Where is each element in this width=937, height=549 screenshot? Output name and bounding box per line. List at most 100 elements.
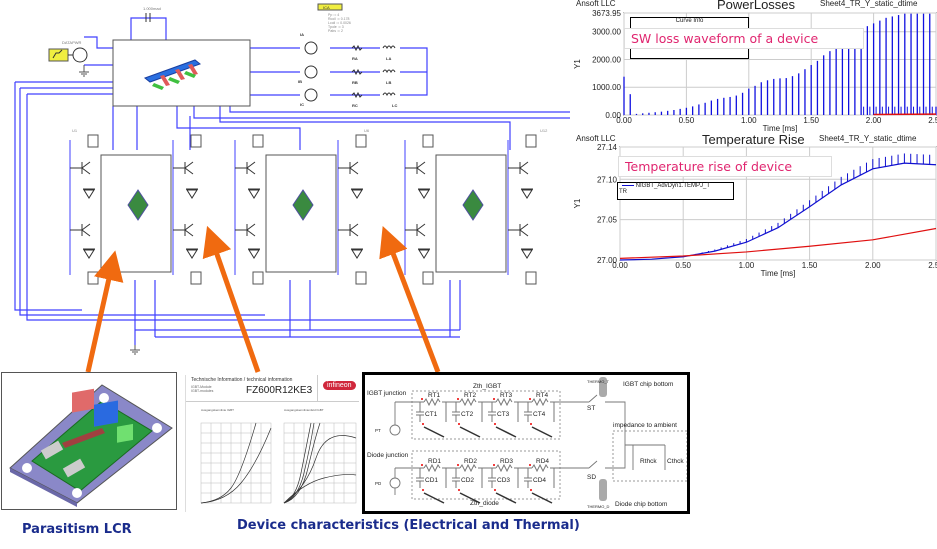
top-cap-label: 1.000mad (143, 6, 161, 11)
infineon-logo: infineon (323, 381, 356, 390)
svg-text:Diode chip bottom: Diode chip bottom (615, 501, 667, 508)
part-number: FZ600R12KE3 (246, 385, 313, 396)
svg-text:CD4: CD4 (533, 477, 546, 484)
svg-text:IGBT chip bottom: IGBT chip bottom (623, 381, 673, 388)
svg-text:CD3: CD3 (497, 477, 510, 484)
arrow-thermal (379, 225, 441, 373)
x-tick-label: 0.00 (612, 261, 628, 270)
y-axis-label: Y1 (573, 198, 582, 208)
svg-text:Lcoil := 0.0026: Lcoil := 0.0026 (328, 21, 351, 25)
svg-text:Zth_IGBT: Zth_IGBT (473, 383, 501, 390)
sw-loss-annotation: SW loss waveform of a device (624, 28, 864, 49)
svg-text:Cthck: Cthck (667, 458, 684, 465)
y-tick-label: 2000.00 (592, 55, 621, 64)
svg-text:impedance to ambient: impedance to ambient (613, 422, 677, 429)
svg-text:DATAPWR: DATAPWR (62, 40, 82, 45)
chart1-header-right: Sheet4_TR_Y_static_dtime (820, 0, 918, 8)
svg-text:IGBT junction: IGBT junction (367, 390, 407, 397)
device-characteristics-caption: Device characteristics (Electrical and T… (237, 518, 580, 533)
svg-text:CT1: CT1 (425, 411, 438, 418)
svg-text:RD4: RD4 (536, 458, 549, 465)
x-tick-label: 1.50 (803, 116, 819, 125)
power-module-3d-icon (9, 384, 173, 507)
diode-temp-line (619, 227, 937, 259)
temperature-rise-chart: Ansoft LLC Temperature Rise Sheet4_TR_Y_… (572, 132, 937, 280)
svg-text:U1: U1 (72, 128, 78, 133)
thermo-t-icon (599, 377, 607, 397)
x-tick-label: 2.00 (866, 116, 882, 125)
svg-text:RB: RB (352, 80, 358, 85)
x-tick-label: 0.50 (675, 261, 691, 270)
svg-text:Pabs := 2: Pabs := 2 (328, 29, 343, 33)
svg-text:RD2: RD2 (464, 458, 477, 465)
svg-text:ICA: ICA (323, 5, 330, 10)
datasheet-header: Technische Information / technical infor… (191, 377, 293, 383)
svg-text:U6: U6 (364, 128, 370, 133)
power-losses-chart: Ansoft LLC PowerLosses Sheet4_TR_Y_stati… (572, 0, 937, 135)
chart2-header-left: Ansoft LLC (576, 134, 616, 143)
y-tick-label: 27.00 (597, 256, 618, 265)
x-tick-label: 0.50 (679, 116, 695, 125)
svg-text:CT2: CT2 (461, 411, 474, 418)
chart1-title: PowerLosses (717, 0, 796, 12)
svg-text:Rcoil := 0.178: Rcoil := 0.178 (328, 17, 350, 21)
y-tick-label: 27.10 (597, 175, 618, 184)
busbar-3d-model (143, 59, 202, 90)
x-axis-label: Time [ms] (761, 269, 796, 278)
y-tick-label: 27.05 (597, 216, 618, 225)
svg-text:CD1: CD1 (425, 477, 438, 484)
y-tick-label: 0.00 (605, 111, 621, 120)
svg-text:Rthck: Rthck (640, 458, 657, 465)
svg-text:SD: SD (587, 474, 596, 481)
chart2-header-right: Sheet4_TR_Y_static_dtime (819, 134, 917, 143)
x-tick-label: 1.00 (741, 116, 757, 125)
x-tick-label: 2.00 (865, 261, 881, 270)
y-tick-label: 1000.00 (592, 83, 621, 92)
datasheet-image: Technische Information / technical infor… (185, 375, 359, 512)
svg-text:THERMO_D: THERMO_D (587, 504, 610, 509)
x-tick-label: 1.00 (739, 261, 755, 270)
svg-text:U12: U12 (540, 128, 548, 133)
svg-text:Diode junction: Diode junction (367, 452, 409, 459)
x-tick-label: 0.00 (616, 116, 632, 125)
svg-text:LC: LC (392, 103, 397, 108)
chart1-header-left: Ansoft LLC (576, 0, 616, 8)
svg-text:PD: PD (375, 481, 382, 486)
svg-text:RT1: RT1 (428, 392, 441, 399)
svg-text:RA: RA (352, 56, 358, 61)
arrow-parasitism (85, 250, 124, 373)
half-bridge-module (69, 134, 202, 285)
svg-text:IC: IC (300, 102, 304, 107)
y-tick-label: 27.14 (597, 143, 618, 152)
half-bridge-module (404, 134, 537, 285)
svg-text:RD3: RD3 (500, 458, 513, 465)
x-tick-label: 2.50 (928, 261, 937, 270)
y-tick-label: 3673.95 (592, 9, 621, 18)
svg-text:RD1: RD1 (428, 458, 441, 465)
svg-text:Ausgangskennlinie IGBT: Ausgangskennlinie IGBT (201, 408, 234, 412)
thermal-network-diagram: RT1CT1RT2CT2RT3CT3RT4CT4RD1CD1RD2CD2RD3C… (367, 377, 688, 509)
thermo-d-icon (599, 479, 607, 501)
svg-text:Ausgangskennlinienfeld IGBT: Ausgangskennlinienfeld IGBT (284, 408, 324, 412)
svg-text:PT: PT (375, 428, 381, 433)
igbt-temp-line (619, 162, 937, 261)
svg-text:RC: RC (352, 103, 358, 108)
svg-text:CT4: CT4 (533, 411, 546, 418)
y-axis-label: Y1 (573, 59, 582, 69)
chart2-title: Temperature Rise (702, 132, 805, 147)
half-bridge-module (234, 134, 367, 285)
svg-text:CT3: CT3 (497, 411, 510, 418)
svg-text:RT4: RT4 (536, 392, 549, 399)
parasitism-caption: Parasitism LCR (22, 522, 132, 537)
orange-arrows (85, 225, 441, 373)
svg-text:Pp := 4: Pp := 4 (328, 13, 339, 17)
